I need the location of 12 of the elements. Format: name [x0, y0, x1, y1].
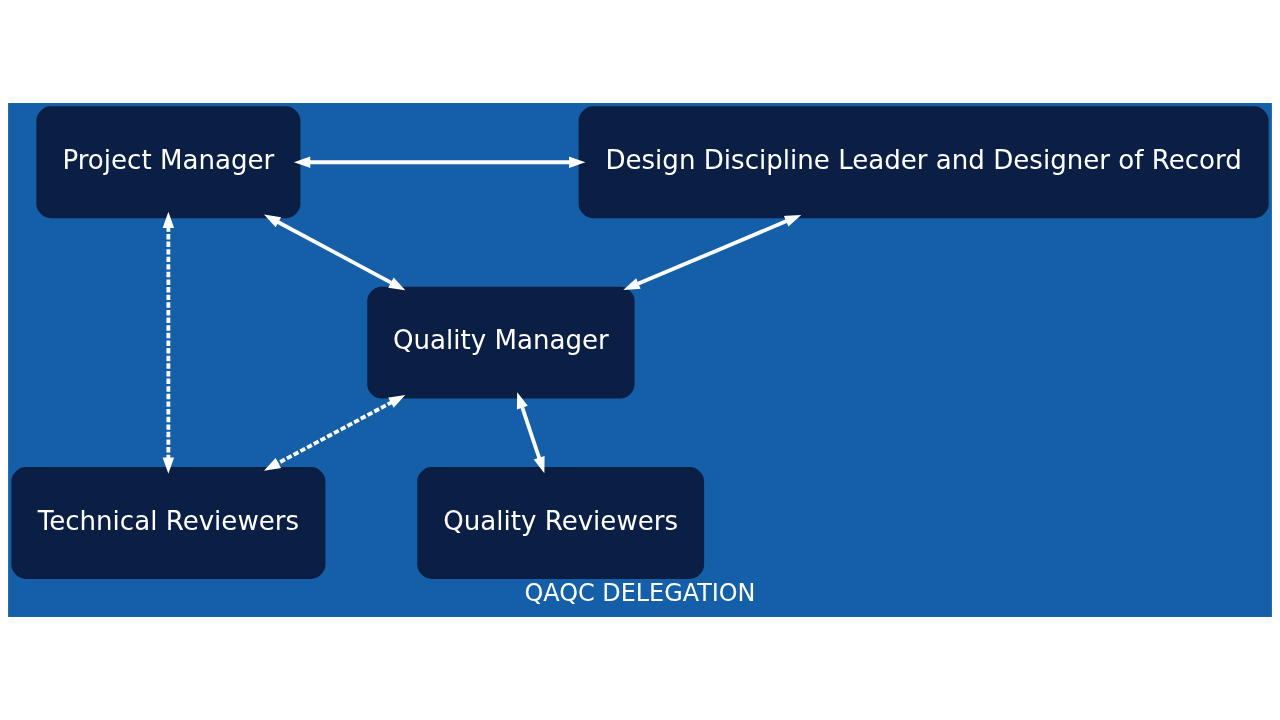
node-box: Quality Manager	[367, 286, 635, 399]
arrow	[623, 214, 802, 290]
node-box: Technical Reviewers	[11, 467, 326, 579]
node-box: Design Discipline Leader and Designer of Record	[578, 106, 1269, 219]
arrow	[264, 214, 406, 291]
caption: QAQC DELEGATION	[524, 579, 756, 608]
arrow	[516, 392, 545, 474]
arrow	[162, 211, 175, 474]
node-box: Project Manager	[36, 106, 301, 219]
arrow	[293, 156, 586, 168]
node-box: Quality Reviewers	[417, 467, 705, 579]
arrow	[263, 394, 406, 471]
